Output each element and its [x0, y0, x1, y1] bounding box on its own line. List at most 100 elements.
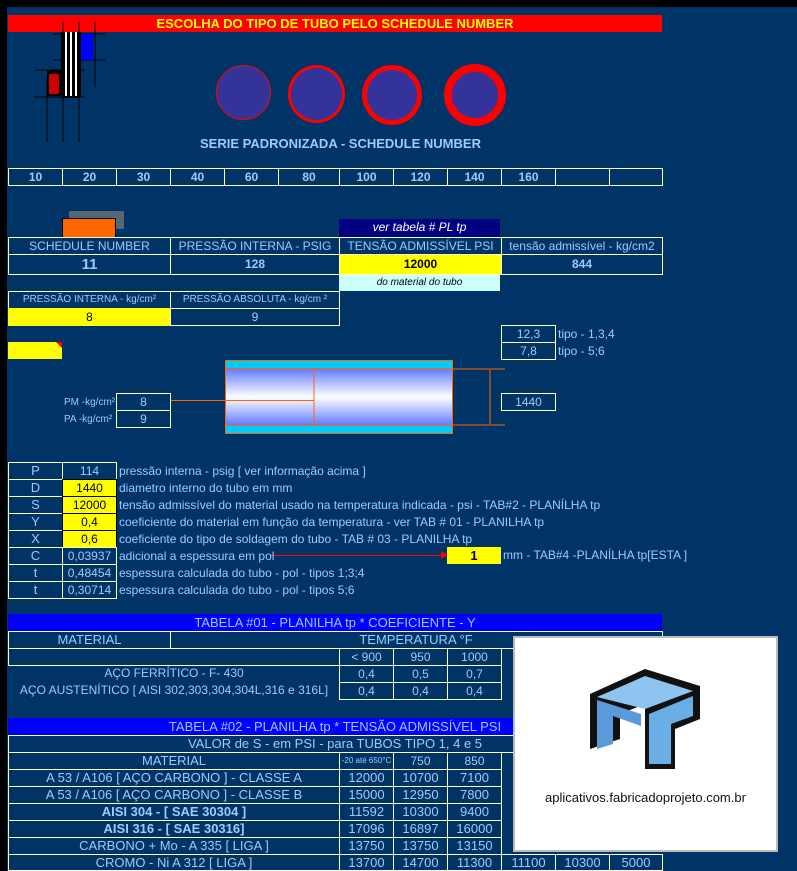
pressao-absoluta-kg-value: 9: [170, 308, 340, 326]
param-description: espessura calculada do tubo - pol - tipo…: [119, 583, 355, 597]
comment-marker-icon: [56, 342, 62, 348]
table2-value: 16000: [447, 820, 502, 838]
table2-material: CROMO - Ni A 312 [ LIGA ]: [8, 854, 340, 871]
param-value[interactable]: 1440: [62, 479, 117, 497]
pipe-section-circle: [444, 64, 506, 126]
pressao-interna-value: 128: [170, 254, 340, 275]
thickness-type-134-label: tipo - 1,3,4: [558, 327, 615, 341]
table1-material-header: MATERIAL: [8, 631, 171, 649]
c-mm-label: mm - TAB#4 -PLANÍLHA tp[ESTA ]: [503, 548, 688, 562]
param-symbol: t: [8, 581, 63, 599]
table2-value: 11300: [447, 854, 502, 871]
yellow-input-cell[interactable]: [8, 342, 62, 359]
table1-value: 0,4: [393, 682, 448, 700]
pipe-section-circle: [216, 65, 271, 120]
table1-value: 0,4: [339, 665, 394, 683]
fabricado-projeto-logo-icon: [590, 669, 700, 769]
table1-temp-header: < 900: [339, 648, 394, 666]
arrow-head-icon: [441, 551, 448, 559]
table2-value: 11100: [501, 854, 556, 871]
table1-value: 0,4: [339, 682, 394, 700]
table2-value: 5000: [609, 854, 663, 871]
pipe-section-circle: [362, 65, 422, 125]
table2-value: 13750: [339, 837, 394, 855]
schedule-option-140[interactable]: 140: [447, 168, 502, 186]
schedule-option-100[interactable]: 100: [339, 168, 394, 186]
pipe-diagram: [225, 360, 505, 435]
schedule-number-value: 11: [8, 254, 171, 275]
header-pressao-interna-kg: PRESSÃO INTERNA - kg/cm²: [8, 291, 171, 309]
header-pressao-absoluta-kg: PRESSÃO ABSOLUTA - kg/cm ²: [170, 291, 340, 309]
table2-material-header: MATERIAL: [8, 752, 340, 770]
table1-temp-header: 950: [393, 648, 448, 666]
param-symbol: D: [8, 479, 63, 497]
title-bar: ESCOLHA DO TIPO DE TUBO PELO SCHEDULE NU…: [8, 15, 662, 32]
schedule-option-blank[interactable]: [609, 168, 663, 186]
table1-temp-header: 1000: [447, 648, 502, 666]
schedule-option-blank[interactable]: [555, 168, 610, 186]
header-schedule-number: SCHEDULE NUMBER: [8, 237, 171, 255]
pipe-logo-icon: [35, 22, 107, 144]
param-symbol: Y: [8, 513, 63, 531]
header-pressao-interna: PRESSÃO INTERNA - PSIG: [170, 237, 340, 255]
param-value: 114: [62, 462, 117, 480]
schedule-option-60[interactable]: 60: [224, 168, 279, 186]
pressao-interna-kg-input[interactable]: 8: [8, 308, 171, 326]
param-value: 0,30714: [62, 581, 117, 599]
ver-tabela-note: ver tabela # PL tp: [339, 219, 500, 237]
table2-title: TABELA #02 - PLANILHA tp * TENSÃO ADMISS…: [8, 718, 662, 735]
table2-value: 11592: [339, 803, 394, 821]
table2-value: 14700: [393, 854, 448, 871]
table1-value: 0,5: [393, 665, 448, 683]
param-description: diametro interno do tubo em mm: [119, 481, 293, 495]
tensao-psi-input[interactable]: 12000: [339, 254, 502, 275]
table2-value: 7100: [447, 769, 502, 787]
table1-title: TABELA #01 - PLANILHA tp * COEFICIENTE -…: [8, 614, 662, 631]
table2-value: 13700: [339, 854, 394, 871]
param-value: 0,48454: [62, 564, 117, 582]
param-description: coeficiente do material em função da tem…: [119, 515, 545, 529]
pa-label: PA -kg/cm²: [64, 414, 113, 425]
table2-material: A 53 / A106 [ AÇO CARBONO ] - CLASSE B: [8, 786, 340, 804]
schedule-option-160[interactable]: 160: [501, 168, 556, 186]
logo-url[interactable]: aplicativos.fabricadoprojeto.com.br: [545, 790, 746, 805]
schedule-option-40[interactable]: 40: [170, 168, 225, 186]
param-description: pressão interna - psig [ ver informação …: [119, 464, 366, 478]
table2-material: CARBONO + Mo - A 335 [ LIGA ]: [8, 837, 340, 855]
table1-material: AÇO FERRÍTICO - F- 430: [104, 666, 244, 680]
serie-label: SERIE PADRONIZADA - SCHEDULE NUMBER: [200, 136, 481, 151]
schedule-option-120[interactable]: 120: [393, 168, 448, 186]
param-symbol: P: [8, 462, 63, 480]
arrow-line: [270, 555, 442, 556]
schedule-option-80[interactable]: 80: [278, 168, 340, 186]
table1-material: AÇO AUSTENÍTICO [ AISI 302,303,304,304L,…: [19, 683, 329, 697]
do-material-note: do material do tubo: [339, 275, 500, 291]
table1-blank: [8, 648, 340, 666]
table2-value: 7800: [447, 786, 502, 804]
table2-value: 17096: [339, 820, 394, 838]
param-symbol: C: [8, 547, 63, 565]
c-mm-input[interactable]: 1: [447, 547, 501, 564]
schedule-option-20[interactable]: 20: [62, 168, 117, 186]
table2-material: AISI 304 - [ SAE 30304 ]: [8, 803, 340, 821]
table2-value: 10300: [393, 803, 448, 821]
header-tensao-psi: TENSÃO ADMISSÍVEL PSI: [339, 237, 502, 255]
schedule-option-30[interactable]: 30: [116, 168, 171, 186]
table2-value: 10300: [555, 854, 610, 871]
param-value[interactable]: 0,4: [62, 513, 117, 531]
param-value[interactable]: 12000: [62, 496, 117, 514]
tensao-kg-value: 844: [501, 254, 663, 275]
orange-button[interactable]: [62, 218, 116, 238]
table2-temp-header: 750: [393, 752, 448, 770]
param-value: 0,03937: [62, 547, 117, 565]
table2-value: 16897: [393, 820, 448, 838]
table2-value: 12000: [339, 769, 394, 787]
table2-value: 9400: [447, 803, 502, 821]
table2-value: 15000: [339, 786, 394, 804]
table2-temp-header: 850: [447, 752, 502, 770]
table2-material: A 53 / A106 [ AÇO CARBONO ] - CLASSE A: [8, 769, 340, 787]
param-symbol: X: [8, 530, 63, 548]
param-value[interactable]: 0,6: [62, 530, 117, 548]
schedule-option-10[interactable]: 10: [8, 168, 63, 186]
param-symbol: t: [8, 564, 63, 582]
